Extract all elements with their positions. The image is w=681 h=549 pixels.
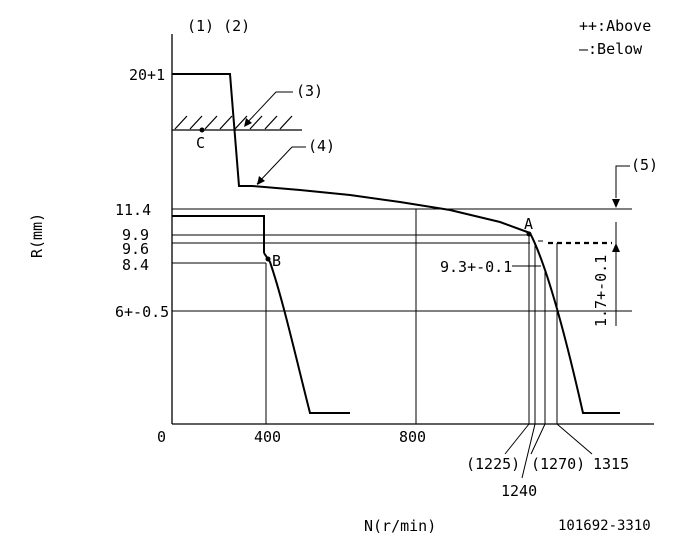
bottom-leaders xyxy=(504,423,593,479)
x-tick-0: 0 xyxy=(157,428,166,446)
callout-4: (4) xyxy=(308,137,335,155)
points xyxy=(199,127,532,262)
legend-below: —:Below xyxy=(579,40,643,58)
drawing-number: 101692-3310 xyxy=(558,518,651,534)
leader-3 xyxy=(244,91,293,126)
y-axis-title: R(mm) xyxy=(28,213,46,258)
arrow-5-up xyxy=(612,243,620,252)
arrow-3 xyxy=(244,118,252,127)
offset-label: 1.7+-0.1 xyxy=(592,255,610,327)
point-a-label: A xyxy=(524,215,533,233)
y-tick-8-4: 8.4 xyxy=(122,256,149,274)
arrow-4 xyxy=(257,176,265,185)
point-b-label: B xyxy=(272,252,281,270)
leaders xyxy=(244,91,630,326)
x-tick-800: 800 xyxy=(399,428,426,446)
y-tick-11-4: 11.4 xyxy=(115,201,151,219)
x-tick-400: 400 xyxy=(254,428,281,446)
bottom-tick-1240: 1240 xyxy=(501,482,537,500)
refs-top: (1) (2) xyxy=(187,17,250,35)
idle-droop xyxy=(263,252,350,414)
y-tick-6: 6+-0.5 xyxy=(115,303,169,321)
arrows xyxy=(244,118,620,252)
leader-4 xyxy=(256,146,306,185)
arrow-5-down xyxy=(612,199,620,208)
legend-above: ++:Above xyxy=(579,17,651,35)
point-c-dot xyxy=(199,127,205,133)
reference-lines xyxy=(172,208,632,424)
idle-curve xyxy=(172,215,265,253)
axes xyxy=(171,34,654,425)
full-load-droop xyxy=(529,232,620,414)
bottom-tick-1270: (1270) xyxy=(531,455,585,473)
bottom-tick-1315: 1315 xyxy=(593,455,629,473)
y-tick-9-9: 9.9 xyxy=(122,226,149,244)
leader-5 xyxy=(615,165,630,198)
hatched-stop xyxy=(172,115,302,131)
y-tick-9-6: 9.6 xyxy=(122,240,149,258)
bottom-tick-1225: (1225) xyxy=(466,455,520,473)
callout-5: (5) xyxy=(631,156,658,174)
point-b-dot xyxy=(265,256,271,262)
setting-label: 9.3+-0.1 xyxy=(440,258,512,276)
x-axis-title: N(r/min) xyxy=(364,517,436,535)
y-tick-20: 20+1 xyxy=(129,66,165,84)
point-a-dot xyxy=(526,231,532,237)
callout-3: (3) xyxy=(296,82,323,100)
point-c-label: C xyxy=(196,134,205,152)
